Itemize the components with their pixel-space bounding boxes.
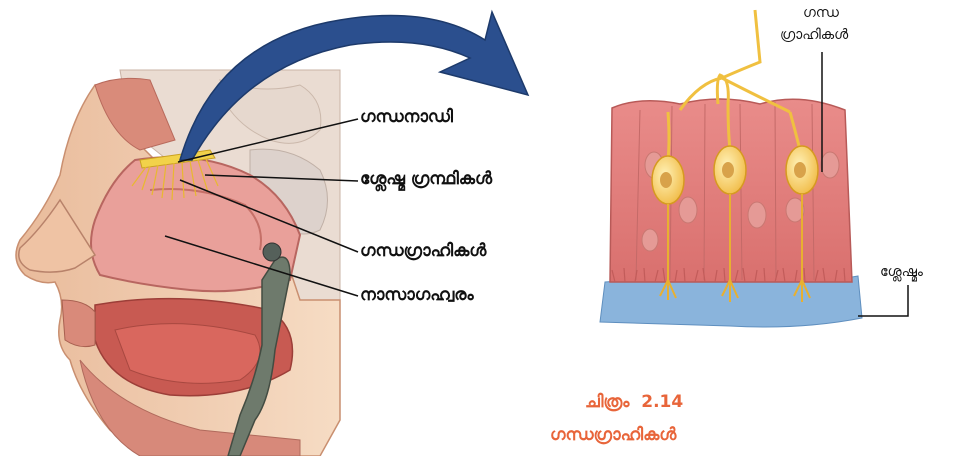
label-nasal-cavity: നാസാഗഹ്വരം [360,287,474,304]
figure-number-value: 2.14 [641,392,683,412]
axon-bundle [680,10,790,112]
figure-number: ചിത്രം 2.14 [585,392,683,412]
lips [62,300,95,347]
figure-number-word: ചിത്രം [585,392,629,412]
label-mucus: ശ്ലേഷ്മം [880,265,923,279]
label-olfactory-receptors: ഗന്ധഗ്രാഹികൾ [360,243,486,260]
head-cross-section [16,70,340,456]
label-olfactory-nerve: ഗന്ധനാഡി [360,109,453,126]
label-receptors-line1: ഗന്ധ [803,6,839,20]
label-receptors-line2: ഗ്രാഹികൾ [780,28,848,42]
figure-title: ഗന്ധഗ്രാഹികൾ [550,425,676,445]
label-mucus-glands: ശ്ലേഷ്മ ഗ്രന്ഥികൾ [360,171,492,188]
